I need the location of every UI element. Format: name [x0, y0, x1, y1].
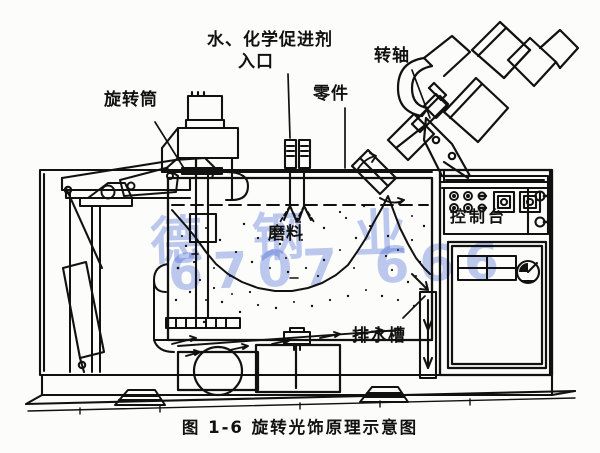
- tank-top-rim: [167, 171, 433, 179]
- label-drain-trough: 排水槽: [352, 326, 406, 346]
- label-abrasive: 磨料: [268, 224, 304, 244]
- rotating-shaft-assembly: [350, 94, 450, 196]
- floor-rail: [27, 397, 576, 415]
- label-rotating-shaft: 转轴: [374, 46, 410, 66]
- flow-arrows: [177, 327, 401, 357]
- motor-barrel: [506, 28, 580, 88]
- shaft-base-plate: [440, 174, 550, 190]
- inlet-nozzle-left: [283, 138, 298, 208]
- arm-pivot-bracket: [79, 182, 133, 207]
- inlet-spray-solid: [283, 205, 312, 221]
- drain-inlet-arrow: [411, 273, 429, 291]
- hydraulic-cylinder: [61, 185, 106, 374]
- console-side-knob-lower: [534, 216, 553, 228]
- machine-foot-left: [114, 389, 166, 406]
- console-display: [457, 255, 517, 281]
- label-chemical-inlet-line2: 入口: [238, 52, 274, 72]
- label-chemical-inlet-line1: 水、化学促进剂: [207, 30, 333, 50]
- figure-caption: 图 1-6 旋转光饰原理示意图: [181, 418, 419, 437]
- drain-column: [418, 290, 438, 380]
- label-control-console: 控制台: [450, 207, 508, 226]
- console-lower-cabinet: [446, 240, 548, 370]
- workpiece-rotation-arrow: [355, 152, 405, 205]
- shaft-collar: [422, 81, 450, 120]
- console-knob-fill: [519, 263, 528, 272]
- console-indicator-fills: [452, 194, 470, 210]
- abrasive-surface-curve: [171, 195, 431, 292]
- machine-foot-right: [359, 386, 409, 403]
- console-rotary-knob: [515, 259, 541, 285]
- pump-housing: [176, 345, 260, 397]
- agitator-shaft: [180, 166, 224, 320]
- top-flow-arrows: [171, 335, 197, 345]
- arm-vertical-posts: [69, 191, 101, 373]
- drive-coupling: [283, 327, 311, 351]
- control-console-body: [438, 168, 554, 377]
- console-indicator-lights: [449, 191, 488, 213]
- inlet-nozzle-right: [297, 138, 312, 208]
- label-workpiece: 零件: [313, 84, 349, 104]
- barrel-drive-motor: [160, 90, 250, 202]
- agitator-impeller: [165, 317, 241, 329]
- gearbox-housing: [254, 343, 342, 394]
- leader-lines: [154, 69, 431, 319]
- console-side-knob-upper: [534, 190, 553, 202]
- console-gauge-right: [518, 190, 542, 214]
- label-rotating-barrel: 旋转筒: [104, 90, 158, 110]
- recirculation-chute: [153, 263, 175, 353]
- drive-head-housing: [442, 20, 532, 144]
- console-gauge-left: [492, 190, 516, 214]
